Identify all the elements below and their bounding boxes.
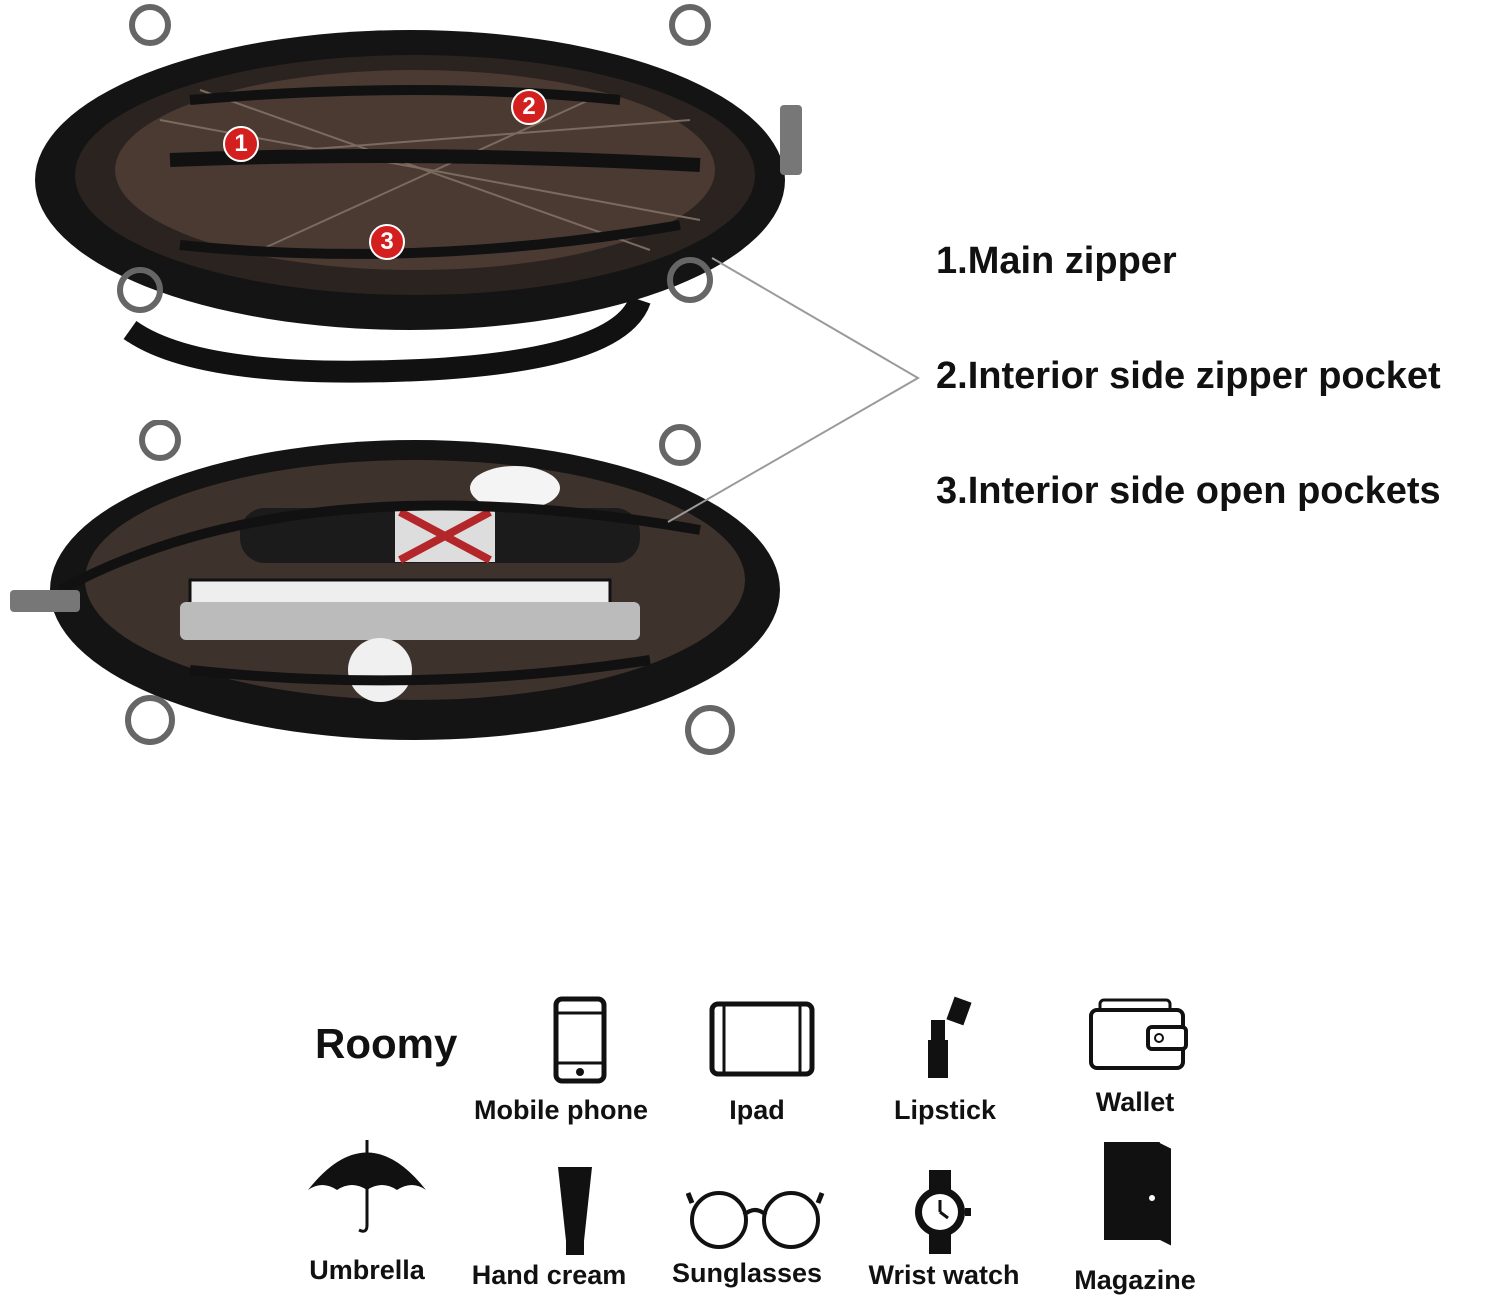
bag-top-view-filled	[10, 420, 780, 755]
item-label-mobile-phone: Mobile phone	[474, 1095, 648, 1125]
wallet-icon	[1089, 998, 1188, 1070]
callout-lines	[667, 257, 920, 523]
marker-1: 1	[223, 126, 259, 162]
wrist-watch-icon	[915, 1170, 971, 1254]
marker-3: 3	[369, 224, 405, 260]
lipstick-icon	[928, 996, 972, 1078]
roomy-heading: Roomy	[315, 1020, 458, 1067]
item-label-lipstick: Lipstick	[893, 1095, 997, 1125]
item-label-magazine: Magazine	[1074, 1265, 1196, 1295]
item-label-wallet: Wallet	[1095, 1087, 1175, 1117]
item-label-hand-cream: Hand cream	[471, 1260, 627, 1290]
marker-2: 2	[511, 89, 547, 125]
feature-interior-open-pockets: 3.Interior side open pockets	[936, 470, 1441, 512]
feature-main-zipper: 1.Main zipper	[936, 240, 1177, 282]
item-label-wrist-watch: Wrist watch	[868, 1260, 1020, 1290]
sunglasses-icon	[686, 1191, 825, 1249]
umbrella-icon	[308, 1140, 426, 1233]
item-label-umbrella: Umbrella	[309, 1255, 425, 1285]
mobile-phone-icon	[553, 996, 607, 1084]
feature-interior-zipper-pocket: 2.Interior side zipper pocket	[936, 355, 1441, 397]
magazine-icon	[1104, 1141, 1173, 1246]
tablet-icon	[709, 1001, 815, 1077]
item-label-sunglasses: Sunglasses	[671, 1258, 823, 1288]
bag-top-view-empty	[35, 4, 802, 383]
item-label-ipad: Ipad	[729, 1095, 785, 1125]
hand-cream-icon	[558, 1167, 592, 1255]
